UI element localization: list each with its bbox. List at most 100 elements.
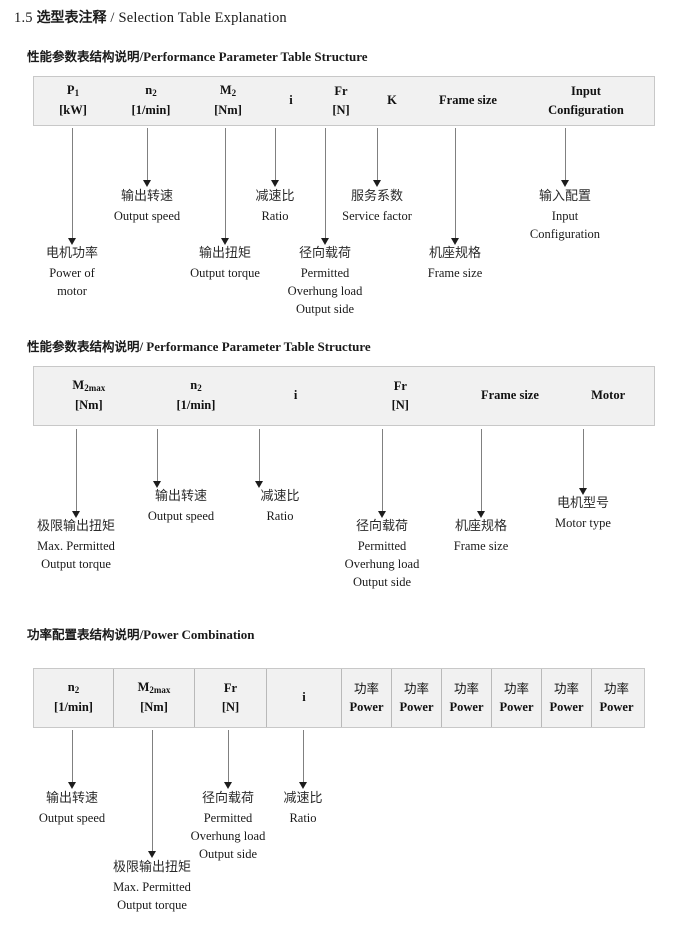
table-column-header-power: 功率 Power <box>441 669 491 727</box>
heading-english: Power Combination <box>143 627 255 642</box>
column-symbol: Fr <box>393 378 407 393</box>
annotation-label: 电机功率 Power of motor <box>45 246 99 298</box>
heading-english: Performance Parameter Table Structure <box>143 49 368 64</box>
column-unit: Power <box>549 700 584 714</box>
column-chinese: 功率 <box>553 680 579 696</box>
column-unit: [N] <box>391 398 409 412</box>
column-unit: Configuration <box>548 103 624 117</box>
table-column-header: n2 [1/min] <box>112 77 190 125</box>
column-symbol: Input <box>571 83 601 98</box>
column-unit: [kW] <box>59 103 87 118</box>
table-column-header: K <box>366 77 418 125</box>
table-column-header-power: 功率 Power <box>391 669 441 727</box>
table-power-combination: n2 [1/min] M2max [Nm] Fr [N] i 功率 Power … <box>33 668 645 728</box>
column-symbol: K <box>387 93 397 108</box>
column-symbol: M <box>72 378 85 393</box>
section-number: 1.5 <box>14 10 33 26</box>
column-symbol: Fr <box>334 83 348 98</box>
column-unit: Power <box>499 700 534 714</box>
heading-chinese: 性能参数表结构说明 <box>27 49 140 64</box>
table-column-header-power: 功率 Power <box>591 669 641 727</box>
page-title: 1.5 选型表注释 / Selection Table Explanation <box>14 7 287 27</box>
table-column-header: M2max [Nm] <box>34 367 144 425</box>
heading-separator: / <box>139 627 144 642</box>
column-symbol: i <box>293 388 298 403</box>
column-subscript: 2max <box>149 685 171 696</box>
table-column-header-power: 功率 Power <box>541 669 591 727</box>
section-heading-performance-parameter-2: 性能参数表结构说明/ Performance Parameter Table S… <box>27 336 371 355</box>
heading-separator: / <box>139 339 144 354</box>
heading-chinese: 性能参数表结构说明 <box>27 339 140 354</box>
table-column-header: Frame size <box>458 367 563 425</box>
column-symbol: Frame size <box>439 93 497 108</box>
column-subscript: 2 <box>197 383 202 394</box>
annotation-label: 机座规格 Frame size <box>427 246 483 280</box>
table-column-header-power: 功率 Power <box>341 669 391 727</box>
column-symbol: n <box>190 378 198 393</box>
column-subscript: 2 <box>74 685 80 696</box>
column-unit: [N] <box>332 103 350 117</box>
column-unit: [Nm] <box>140 700 168 715</box>
table-column-header: i <box>248 367 343 425</box>
column-symbol: M <box>219 83 232 98</box>
table-column-header: Fr [N] <box>316 77 366 125</box>
table-column-header: i <box>266 77 316 125</box>
annotation-label: 输入配置 Input Configuration <box>529 189 601 241</box>
heading-english: Performance Parameter Table Structure <box>146 339 371 354</box>
column-symbol: i <box>302 690 306 705</box>
column-subscript: 2max <box>84 383 106 394</box>
column-subscript: 1 <box>74 88 80 99</box>
column-symbol: P <box>66 83 75 98</box>
column-chinese: 功率 <box>603 680 629 696</box>
table-column-header: M2 [Nm] <box>190 77 266 125</box>
annotation-label: 极限输出扭矩 Max. Permitted Output torque <box>36 519 116 571</box>
column-unit: Power <box>399 700 434 714</box>
column-subscript: 2 <box>231 88 237 99</box>
column-symbol: i <box>289 93 293 108</box>
annotation-label: 减速比 Ratio <box>283 791 323 825</box>
annotation-label: 输出转速 Output speed <box>38 791 106 825</box>
column-unit: Power <box>599 700 634 714</box>
table-column-header: P1 [kW] <box>34 77 112 125</box>
column-chinese: 功率 <box>403 680 429 696</box>
column-chinese: 功率 <box>353 680 379 696</box>
annotation-label: 机座规格 Frame size <box>453 519 509 553</box>
column-symbol: n <box>67 680 75 695</box>
column-unit: [1/min] <box>54 700 93 715</box>
column-symbol: Fr <box>223 680 238 695</box>
table-column-header-power: 功率 Power <box>491 669 541 727</box>
annotation-label: 服务系数 Service factor <box>342 189 412 223</box>
title-separator: / <box>110 10 115 26</box>
column-symbol: n <box>145 83 153 98</box>
annotation-label: 径向载荷 Permitted Overhung load Output side <box>190 791 266 862</box>
column-symbol: Frame size <box>480 388 539 403</box>
table-column-header: Fr [N] <box>194 669 266 727</box>
heading-chinese: 功率配置表结构说明 <box>27 627 140 642</box>
annotation-label: 径向载荷 Permitted Overhung load Output side <box>344 519 420 590</box>
table-column-header: Motor <box>562 367 654 425</box>
heading-separator: / <box>139 49 144 64</box>
table-column-header: n2 [1/min] <box>144 367 249 425</box>
table-column-header: Input Configuration <box>518 77 654 125</box>
column-unit: Power <box>349 700 384 714</box>
title-chinese: 选型表注释 <box>36 10 107 26</box>
column-symbol: M <box>137 680 150 695</box>
column-subscript: 2 <box>152 88 157 99</box>
table-column-header: Fr [N] <box>343 367 458 425</box>
annotation-label: 输出扭矩 Output torque <box>190 246 260 280</box>
table-performance-parameter-2: M2max [Nm] n2 [1/min] i Fr [N] Frame siz… <box>33 366 655 426</box>
section-heading-power-combination: 功率配置表结构说明/Power Combination <box>27 624 255 643</box>
annotation-label: 电机型号 Motor type <box>555 496 611 530</box>
annotation-label: 极限输出扭矩 Max. Permitted Output torque <box>112 860 192 912</box>
table-column-header: i <box>266 669 341 727</box>
annotation-label: 减速比 Ratio <box>260 489 300 523</box>
annotation-label: 径向载荷 Permitted Overhung load Output side <box>287 246 363 317</box>
table-column-header: Frame size <box>418 77 518 125</box>
column-unit: [Nm] <box>214 103 242 118</box>
table-column-header: n2 [1/min] <box>34 669 113 727</box>
section-heading-performance-parameter-1: 性能参数表结构说明/Performance Parameter Table St… <box>27 46 368 65</box>
annotation-label: 输出转速 Output speed <box>147 489 215 523</box>
column-symbol: Motor <box>591 388 626 403</box>
annotation-label: 减速比 Ratio <box>255 189 295 223</box>
